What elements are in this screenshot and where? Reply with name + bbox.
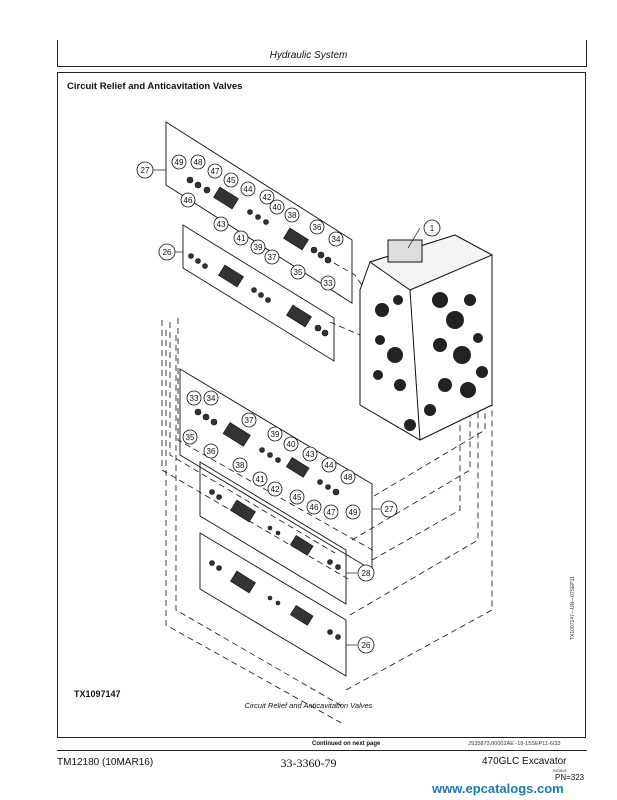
figure-frame: [57, 72, 586, 738]
callout-40-upper: 40: [269, 199, 285, 215]
svg-text:47: 47: [211, 167, 220, 176]
svg-text:28: 28: [362, 569, 371, 578]
callout-37-lower: 37: [241, 412, 257, 428]
callout-1: 1: [423, 219, 441, 237]
header-right-rule: [586, 40, 587, 66]
svg-text:47: 47: [327, 508, 336, 517]
continued-note: Continued on next page: [312, 741, 381, 747]
callout-42-lower: 42: [267, 481, 283, 497]
callout-27-lower: 27: [380, 500, 398, 518]
callout-47-upper: 47: [207, 163, 223, 179]
svg-text:1: 1: [430, 224, 435, 233]
callout-39-upper: 39: [250, 239, 266, 255]
callout-44-lower: 44: [321, 457, 337, 473]
figure-caption: Circuit Relief and Anticavitation Valves: [244, 701, 373, 710]
model-name: 470GLC Excavator: [482, 756, 567, 767]
callout-37-upper: 37: [264, 249, 280, 265]
callout-36-upper: 36: [309, 219, 325, 235]
svg-text:27: 27: [385, 505, 394, 514]
document-code: JS35873,00002AE -19-15SEP11-6/33: [468, 741, 561, 747]
callout-40-lower: 40: [283, 436, 299, 452]
callout-39-lower: 39: [267, 426, 283, 442]
callout-38-lower: 38: [232, 457, 248, 473]
figure-id: TX1097147: [74, 689, 121, 699]
svg-text:37: 37: [268, 253, 277, 262]
svg-text:39: 39: [271, 430, 280, 439]
svg-text:43: 43: [217, 220, 226, 229]
callout-44-upper: 44: [240, 181, 256, 197]
svg-text:44: 44: [325, 461, 334, 470]
callout-36-lower: 36: [203, 443, 219, 459]
svg-text:41: 41: [256, 475, 265, 484]
svg-text:40: 40: [273, 203, 282, 212]
callout-35-upper: 35: [290, 264, 306, 280]
figure-side-code: TX1097147—UN—07SEP11: [570, 576, 576, 640]
svg-text:40: 40: [287, 440, 296, 449]
callout-33-upper: 33: [320, 275, 336, 291]
callout-47-lower: 47: [323, 504, 339, 520]
callout-49-lower: 49: [345, 504, 361, 520]
header-left-rule: [57, 40, 58, 66]
figure-title: Circuit Relief and Anticavitation Valves: [67, 81, 243, 92]
callout-38-upper: 38: [284, 207, 300, 223]
callout-46-upper: 46: [180, 192, 196, 208]
section-title: Hydraulic System: [269, 50, 348, 61]
svg-text:37: 37: [245, 416, 254, 425]
page-number: 33-3360-79: [280, 756, 337, 770]
svg-text:42: 42: [271, 485, 280, 494]
svg-text:45: 45: [227, 176, 236, 185]
svg-text:42: 42: [263, 193, 272, 202]
svg-text:48: 48: [344, 473, 353, 482]
svg-text:33: 33: [190, 394, 199, 403]
callout-33-lower: 33: [186, 390, 202, 406]
callout-43-upper: 43: [213, 216, 229, 232]
svg-text:43: 43: [306, 450, 315, 459]
svg-text:33: 33: [324, 279, 333, 288]
callout-42-upper: 42: [259, 189, 275, 205]
watermark-link[interactable]: www.epcatalogs.com: [432, 781, 564, 796]
svg-text:46: 46: [184, 196, 193, 205]
svg-text:49: 49: [175, 158, 184, 167]
svg-text:41: 41: [237, 234, 246, 243]
svg-text:46: 46: [310, 503, 319, 512]
svg-text:44: 44: [244, 185, 253, 194]
callout-45-upper: 45: [223, 172, 239, 188]
svg-text:27: 27: [141, 166, 150, 175]
callout-48-lower: 48: [340, 469, 356, 485]
svg-text:38: 38: [236, 461, 245, 470]
svg-text:35: 35: [186, 433, 195, 442]
callout-48-upper: 48: [190, 154, 206, 170]
callout-26-lower: 26: [357, 636, 375, 654]
svg-text:36: 36: [313, 223, 322, 232]
callout-28: 28: [357, 564, 375, 582]
svg-text:26: 26: [362, 641, 371, 650]
footer-small-code: 050816: [553, 768, 567, 773]
svg-text:36: 36: [207, 447, 216, 456]
svg-text:35: 35: [294, 268, 303, 277]
svg-text:34: 34: [332, 235, 341, 244]
footer-rule: [57, 750, 587, 751]
header-rule: [57, 66, 587, 67]
callout-26-upper: 26: [158, 243, 176, 261]
callout-34-upper: 34: [328, 231, 344, 247]
callout-27-upper: 27: [136, 161, 154, 179]
svg-text:45: 45: [293, 493, 302, 502]
callout-35-lower: 35: [182, 429, 198, 445]
callout-45-lower: 45: [289, 489, 305, 505]
svg-text:38: 38: [288, 211, 297, 220]
callout-34-lower: 34: [203, 390, 219, 406]
svg-text:26: 26: [163, 248, 172, 257]
page-pn: PN=323: [555, 773, 585, 782]
svg-text:49: 49: [349, 508, 358, 517]
svg-text:34: 34: [207, 394, 216, 403]
callout-41-lower: 41: [252, 471, 268, 487]
callout-46-lower: 46: [306, 499, 322, 515]
svg-text:39: 39: [254, 243, 263, 252]
svg-text:48: 48: [194, 158, 203, 167]
manual-id: TM12180 (10MAR16): [57, 757, 154, 768]
callout-43-lower: 43: [302, 446, 318, 462]
callout-49-upper: 49: [171, 154, 187, 170]
callout-41-upper: 41: [233, 230, 249, 246]
